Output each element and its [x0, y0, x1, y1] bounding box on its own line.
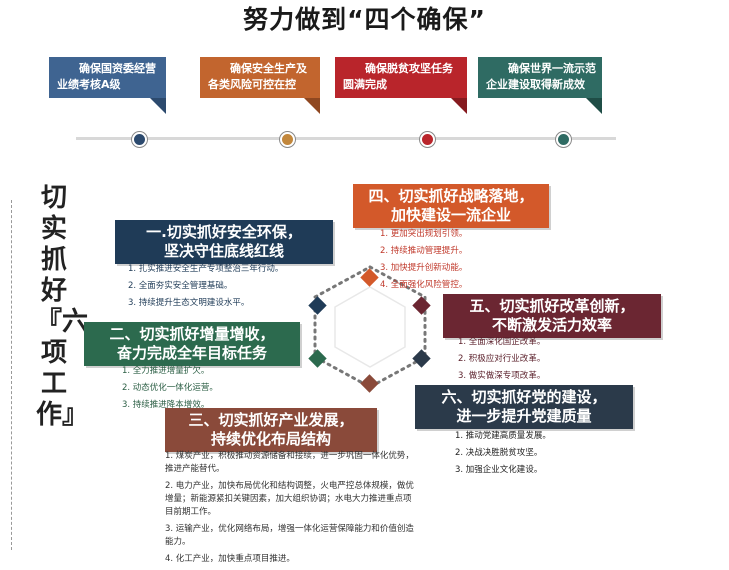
task-3-item-1: 1. 煤炭产业，积极推动资源储备和接续，进一步巩固一体化优势，推进产能替代。	[165, 451, 414, 474]
task-3-item-2: 2. 电力产业，加快布局优化和结构调整，火电严控总体规模，做优增量；新能源紧扣关…	[165, 481, 414, 517]
task-2-item-2: 2. 动态优化一体化运营。	[122, 383, 218, 393]
task-3-title-line2: 持续优化布局结构	[210, 430, 331, 448]
guarantee-flag-4-line1: 确保世界一流示范	[508, 62, 596, 75]
task-5-title-line1: 五、切实抓好改革创新，	[469, 297, 635, 315]
task-6-item-3: 3. 加强企业文化建设。	[455, 465, 543, 475]
guarantee-flag-2-line2: 各类风险可控在控	[208, 78, 296, 91]
task-3-item-3: 3. 运输产业，优化网络布局，增强一体化运营保障能力和价值创造能力。	[165, 524, 414, 547]
task-3-title-line1: 三、切实抓好产业发展，	[188, 411, 354, 429]
task-2-item-1: 1. 全力推进增量扩欠。	[122, 366, 210, 376]
task-1-item-1: 1. 扎实推进安全生产专项整治三年行动。	[128, 264, 284, 274]
task-2-title-line2: 奋力完成全年目标任务	[116, 344, 267, 362]
guarantee-flag-3-line2: 圆满完成	[343, 78, 387, 91]
task-6-header: 六、切实抓好党的建设， 进一步提升党建质量	[415, 385, 633, 429]
guarantee-flag-4: 确保世界一流示范 企业建设取得新成效	[478, 57, 602, 114]
task-2-item-3: 3. 持续推进降本增效。	[122, 400, 210, 410]
dashed-divider	[11, 200, 12, 550]
task-1-items: 1. 扎实推进安全生产专项整治三年行动。 2. 全面夯实安全管理基础。 3. 持…	[128, 263, 328, 314]
task-6-title-line2: 进一步提升党建质量	[456, 407, 592, 425]
page-title: 努力做到“四个确保”	[243, 5, 486, 34]
task-1-title-line1: 一.切实抓好安全环保，	[146, 223, 302, 241]
guarantee-flag-1: 确保国资委经营 业绩考核A级	[49, 57, 166, 114]
side-title: 切实抓好『六项工作』	[36, 183, 89, 430]
task-6-title-line1: 六、切实抓好党的建设，	[441, 388, 607, 406]
task-1-header: 一.切实抓好安全环保， 坚决守住底线红线	[115, 220, 333, 264]
timeline-dot-4	[556, 132, 571, 147]
task-2-header: 二、切实抓好增量增收， 奋力完成全年目标任务	[84, 322, 300, 366]
task-5-item-3: 3. 做实做深专项改革。	[458, 371, 546, 381]
timeline-bar	[76, 137, 616, 140]
task-6-item-1: 1. 推动党建高质量发展。	[455, 431, 551, 441]
task-3-item-4: 4. 化工产业，加快重点项目推进。	[165, 554, 295, 564]
task-4-title-line2: 加快建设一流企业	[390, 206, 511, 224]
guarantee-flag-4-line2: 企业建设取得新成效	[486, 78, 585, 91]
task-4-items: 1. 更加突出规划引领。 2. 持续推动管理提升。 3. 加快提升创新动能。 4…	[380, 228, 550, 296]
guarantee-flag-2-line1: 确保安全生产及	[230, 62, 307, 75]
task-5-items: 1. 全面深化国企改革。 2. 积极应对行业改革。 3. 做实做深专项改革。	[458, 336, 648, 387]
task-2-items: 1. 全力推进增量扩欠。 2. 动态优化一体化运营。 3. 持续推进降本增效。	[122, 365, 302, 416]
guarantee-flag-3-line1: 确保脱贫攻坚任务	[365, 62, 453, 75]
guarantee-flag-2: 确保安全生产及 各类风险可控在控	[200, 57, 320, 114]
task-3-items: 1. 煤炭产业，积极推动资源储备和接续，进一步巩固一体化优势，推进产能替代。 2…	[165, 450, 415, 570]
task-4-item-4: 4. 全面强化风险管控。	[380, 280, 468, 290]
timeline-dot-3	[420, 132, 435, 147]
hexagon-inner	[334, 286, 406, 368]
task-4-title-line1: 四、切实抓好战略落地，	[368, 187, 534, 205]
timeline-dot-1	[132, 132, 147, 147]
task-1-item-3: 3. 持续提升生态文明建设水平。	[128, 298, 250, 308]
task-6-items: 1. 推动党建高质量发展。 2. 决战决胜脱贫攻坚。 3. 加强企业文化建设。	[455, 430, 635, 481]
guarantee-flag-1-line1: 确保国资委经营	[79, 62, 156, 75]
task-3-header: 三、切实抓好产业发展， 持续优化布局结构	[165, 408, 377, 452]
task-5-header: 五、切实抓好改革创新， 不断激发活力效率	[443, 294, 661, 338]
guarantee-flag-1-line2: 业绩考核A级	[57, 78, 121, 91]
task-1-title-line2: 坚决守住底线红线	[163, 242, 284, 260]
guarantee-flag-3: 确保脱贫攻坚任务 圆满完成	[335, 57, 467, 114]
task-4-item-2: 2. 持续推动管理提升。	[380, 246, 468, 256]
task-4-item-1: 1. 更加突出规划引领。	[380, 229, 468, 239]
task-1-item-2: 2. 全面夯实安全管理基础。	[128, 281, 233, 291]
task-5-title-line2: 不断激发活力效率	[491, 316, 612, 334]
task-4-header: 四、切实抓好战略落地， 加快建设一流企业	[353, 184, 549, 228]
timeline-dot-2	[280, 132, 295, 147]
task-2-title-line1: 二、切实抓好增量增收，	[109, 325, 275, 343]
task-6-item-2: 2. 决战决胜脱贫攻坚。	[455, 448, 543, 458]
task-5-item-2: 2. 积极应对行业改革。	[458, 354, 546, 364]
task-5-item-1: 1. 全面深化国企改革。	[458, 337, 546, 347]
task-4-item-3: 3. 加快提升创新动能。	[380, 263, 468, 273]
